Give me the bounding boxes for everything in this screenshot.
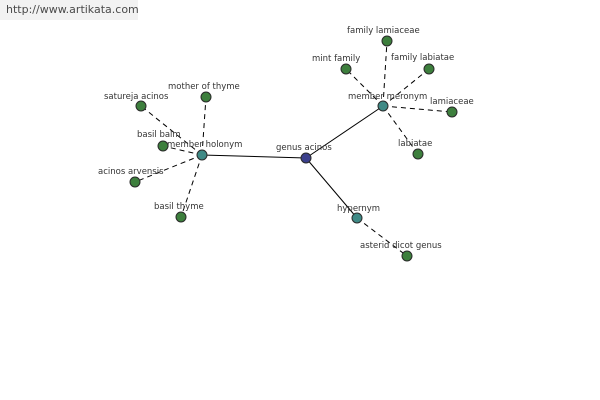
watermark-url: http://www.artikata.com (0, 0, 139, 20)
edge-genus-acinos-hypernym (305, 157, 358, 219)
edge-hypernym-asterid-dicot-genus (356, 217, 408, 257)
node-basil-balm[interactable]: basil balm (137, 130, 181, 152)
node-mint-family[interactable]: mint family (312, 54, 360, 75)
label-basil-thyme: basil thyme (154, 202, 204, 212)
label-satureja-acinos: satureja acinos (104, 92, 169, 102)
label-genus-acinos: genus acinos (276, 143, 332, 153)
label-labiatae: labiatae (398, 139, 432, 149)
nodes-layer: genus acinos member holonym member meron… (98, 26, 474, 262)
node-hypernym[interactable]: hypernym (337, 204, 380, 224)
edge-member-holonym-basil-balm (162, 145, 203, 156)
node-family-lamiaceae[interactable]: family lamiaceae (347, 26, 420, 47)
edge-genus-acinos-member-holonym (201, 154, 307, 159)
label-asterid-dicot-genus: asterid dicot genus (360, 241, 442, 251)
edge-member-meronym-lamiaceae (382, 105, 453, 113)
edge-genus-acinos-member-meronym (305, 105, 384, 159)
edge-member-holonym-mother-of-thyme (201, 96, 207, 156)
node-mother-of-thyme[interactable]: mother of thyme (168, 82, 240, 103)
label-family-lamiaceae: family lamiaceae (347, 26, 420, 36)
node-basil-thyme[interactable]: basil thyme (154, 202, 204, 223)
label-mint-family: mint family (312, 54, 360, 64)
label-lamiaceae: lamiaceae (430, 97, 474, 107)
label-basil-balm: basil balm (137, 130, 181, 140)
label-member-meronym: member meronym (348, 92, 427, 102)
edge-member-holonym-satureja-acinos (140, 105, 203, 156)
edge-member-holonym-basil-thyme (180, 154, 203, 218)
edges-layer (134, 40, 453, 257)
label-acinos-arvensis: acinos arvensis (98, 167, 164, 177)
node-member-holonym[interactable]: member holonym (167, 140, 242, 161)
node-acinos-arvensis[interactable]: acinos arvensis (98, 167, 164, 188)
edge-member-meronym-family-lamiaceae (382, 40, 388, 107)
node-satureja-acinos[interactable]: satureja acinos (104, 92, 169, 112)
node-family-labiatae[interactable]: family labiatae (391, 53, 454, 75)
edge-member-holonym-acinos-arvensis (134, 154, 203, 183)
edge-member-meronym-family-labiatae (382, 68, 430, 107)
label-family-labiatae: family labiatae (391, 53, 454, 63)
edge-member-meronym-labiatae (382, 105, 419, 155)
label-hypernym: hypernym (337, 204, 380, 214)
node-asterid-dicot-genus[interactable]: asterid dicot genus (360, 241, 442, 262)
label-mother-of-thyme: mother of thyme (168, 82, 240, 92)
node-labiatae[interactable]: labiatae (398, 139, 432, 160)
node-genus-acinos[interactable]: genus acinos (276, 143, 332, 164)
node-lamiaceae[interactable]: lamiaceae (430, 97, 474, 118)
node-member-meronym[interactable]: member meronym (348, 92, 427, 112)
label-member-holonym: member holonym (167, 140, 242, 150)
